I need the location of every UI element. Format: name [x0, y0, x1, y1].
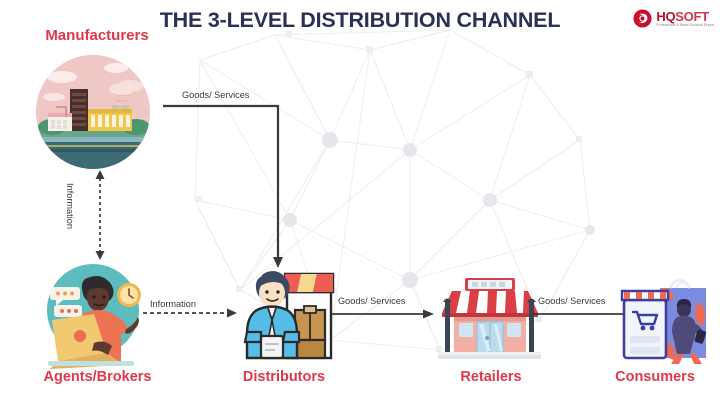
- brand-tagline: Professional & Retail Solution Expert: [656, 23, 714, 28]
- brand-name-hq: HQ: [656, 8, 676, 24]
- distributor-person-boxes-icon: [243, 271, 335, 360]
- connector-label-goods-top: Goods/ Services: [182, 90, 250, 100]
- brand-name-soft: SOFT: [675, 8, 709, 24]
- connector-label-information-vertical: Information: [65, 183, 75, 229]
- connector-label-information-horizontal: Information: [150, 299, 196, 309]
- storefront-awning-icon: [438, 278, 541, 359]
- connector-information-manufacturers-agents: [95, 170, 105, 260]
- brand-name: HQSOFT: [656, 10, 714, 23]
- node-label-agents: Agents/Brokers: [43, 369, 152, 385]
- node-label-manufacturers: Manufacturers: [45, 27, 149, 44]
- connector-label-goods-middle: Goods/ Services: [338, 296, 406, 306]
- page-title: THE 3-LEVEL DISTRIBUTION CHANNEL: [159, 8, 561, 32]
- shopping-bag-consumer-icon: [620, 278, 707, 364]
- brand-wordmark: HQSOFT Professional & Retail Solution Ex…: [656, 10, 714, 28]
- node-label-distributors: Distributors: [242, 369, 326, 385]
- brand-logo: HQSOFT Professional & Retail Solution Ex…: [633, 9, 714, 28]
- connector-goods-manufacturers-to-distributors: [163, 104, 283, 268]
- factory-circle-icon: [36, 55, 150, 169]
- hqsoft-swirl-logo-icon: [633, 9, 652, 28]
- connector-label-goods-right: Goods/ Services: [538, 296, 606, 306]
- node-label-consumers: Consumers: [615, 369, 695, 385]
- node-label-retailers: Retailers: [460, 369, 522, 385]
- person-laptop-circle-icon: [47, 264, 141, 369]
